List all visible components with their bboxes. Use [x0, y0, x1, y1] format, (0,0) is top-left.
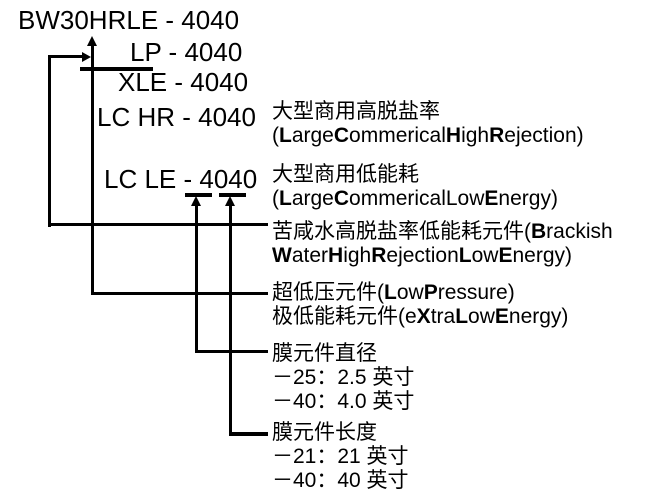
annotation-lowpressure: 超低压元件(LowPressure)	[272, 281, 515, 304]
arrow-up-icon	[191, 196, 201, 206]
branch-line-brackish	[48, 223, 268, 226]
underline-mark-diameter-40	[185, 193, 212, 197]
annotation-diameter: 膜元件直径 －25：2.5 英寸 －40：4.0 英寸	[272, 342, 414, 414]
model-label-xle: XLE - 4040	[118, 67, 249, 97]
model-label-lc-le: LC LE - 4040	[104, 164, 258, 194]
underline-mark-length-40	[219, 193, 246, 197]
annotation-lc-hr-zh: 大型商用高脱盐率	[272, 100, 440, 123]
pointer-line-vertical	[48, 55, 51, 227]
arrow-right-icon	[82, 52, 91, 62]
annotation-xtralowenergy: 极低能耗元件(eXtraLowEnergy)	[272, 305, 569, 328]
branch-line-length	[229, 432, 268, 436]
branch-line-lowpressure	[91, 292, 268, 295]
annotation-brackish: 苦咸水高脱盐率低能耗元件(Brackish WaterHighRejection…	[272, 220, 613, 268]
annotation-length-title: 膜元件长度	[272, 421, 377, 444]
annotation-diameter-title: 膜元件直径	[272, 342, 377, 365]
diameter-arrow-stem	[195, 205, 198, 353]
annotation-lc-le-en: (LargeCommericalLowEnergy)	[272, 187, 558, 210]
annotation-length-item: －40：40 英寸	[272, 469, 409, 492]
annotation-brackish-line1: 苦咸水高脱盐率低能耗元件(Brackish	[272, 220, 613, 243]
arrow-up-icon	[87, 36, 97, 46]
model-label-bw30hrle: BW30HRLE - 4040	[18, 5, 240, 35]
annotation-lc-le: 大型商用低能耗 (LargeCommericalLowEnergy)	[272, 163, 558, 211]
annotation-brackish-line2: WaterHighRejectionLowEnergy)	[272, 244, 573, 267]
annotation-diameter-item: －25：2.5 英寸	[272, 366, 415, 389]
pointer-line-horizontal	[48, 55, 82, 58]
annotation-diameter-item: －40：4.0 英寸	[272, 390, 415, 413]
underline-mark-lp	[80, 67, 153, 71]
annotation-lc-hr: 大型商用高脱盐率 (LargeCommericalHighRejection)	[272, 100, 584, 148]
arrow-up-icon	[225, 196, 235, 206]
length-arrow-stem	[229, 205, 232, 436]
annotation-lc-le-zh: 大型商用低能耗	[272, 163, 419, 186]
annotation-length-item: －21：21 英寸	[272, 445, 409, 468]
annotation-length: 膜元件长度 －21：21 英寸 －40：40 英寸	[272, 421, 409, 493]
model-label-lp: LP - 4040	[130, 37, 243, 67]
main-vertical-line	[91, 46, 94, 295]
annotation-lp-xle: 超低压元件(LowPressure) 极低能耗元件(eXtraLowEnergy…	[272, 281, 568, 329]
model-label-lc-hr: LC HR - 4040	[97, 102, 256, 132]
annotation-lc-hr-en: (LargeCommericalHighRejection)	[272, 124, 584, 147]
